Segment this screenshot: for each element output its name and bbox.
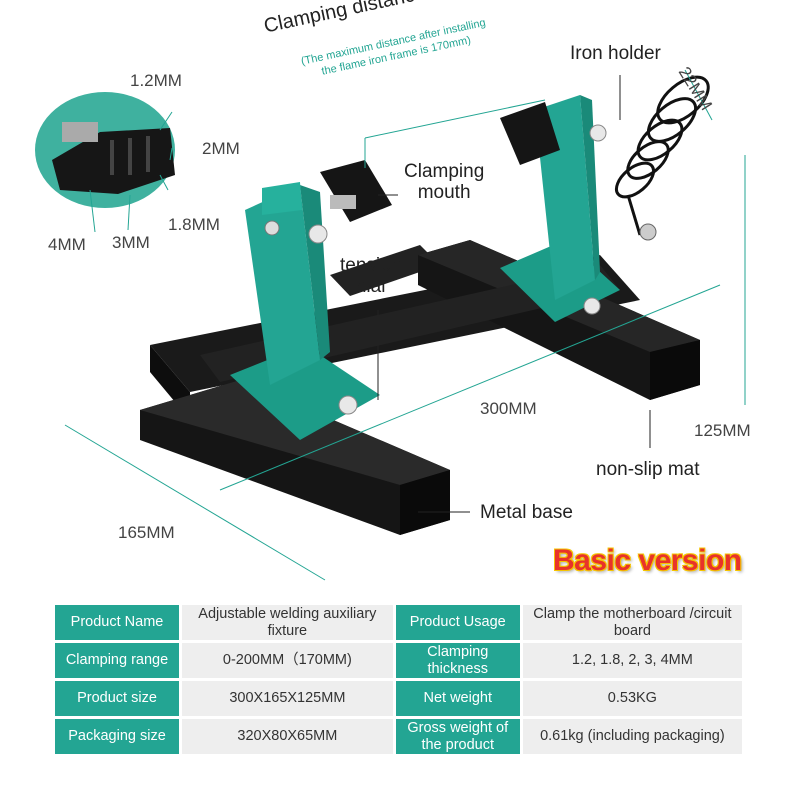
tension-dial-line1: tension bbox=[340, 255, 402, 276]
table-row: Product Name Adjustable welding auxiliar… bbox=[55, 605, 742, 640]
clamping-mouth-line2: mouth bbox=[417, 181, 471, 203]
spec-value: 1.2, 1.8, 2, 3, 4MM bbox=[522, 643, 742, 678]
tension-dial-label: tension dial bbox=[340, 255, 402, 298]
version-label: Basic version bbox=[553, 544, 742, 577]
spec-key: Gross weight of the product bbox=[395, 719, 520, 754]
left-clamp-arm-icon bbox=[230, 182, 380, 440]
tension-dial-line2: dial bbox=[355, 275, 386, 297]
spec-key: Product Usage bbox=[395, 605, 520, 640]
jaw-size-1-8-label: 1.8MM bbox=[168, 215, 220, 234]
spec-key: Net weight bbox=[395, 681, 520, 716]
spec-key: Product size bbox=[55, 681, 179, 716]
clamping-mouth-label: Clamping mouth bbox=[404, 161, 485, 204]
width-dimension-label: 165MM bbox=[118, 523, 175, 542]
fixture-drawing bbox=[35, 69, 746, 581]
jaw-size-3-label: 3MM bbox=[112, 233, 150, 252]
spec-key: Product Name bbox=[55, 605, 179, 640]
spec-value: 0-200MM（170MM) bbox=[182, 643, 393, 678]
non-slip-mat-label: non-slip mat bbox=[596, 459, 700, 480]
iron-holder-label: Iron holder bbox=[570, 43, 661, 64]
spec-value: 320X80X65MM bbox=[182, 719, 393, 754]
iron-holder-spring-icon bbox=[614, 75, 710, 236]
jaw-size-2-label: 2MM bbox=[202, 139, 240, 158]
jaw-detail-icon bbox=[35, 92, 175, 208]
spec-value: Adjustable welding auxiliary fixture bbox=[182, 605, 393, 640]
table-row: Product size 300X165X125MM Net weight 0.… bbox=[55, 681, 742, 716]
spec-table: Product Name Adjustable welding auxiliar… bbox=[52, 602, 745, 757]
height-dimension-label: 125MM bbox=[694, 421, 751, 440]
spec-value: 0.61kg (including packaging) bbox=[522, 719, 742, 754]
spec-key: Clamping range bbox=[55, 643, 179, 678]
spec-key: Clamping thickness bbox=[395, 643, 520, 678]
jaw-size-1-2-label: 1.2MM bbox=[130, 71, 182, 90]
spec-value: 300X165X125MM bbox=[182, 681, 393, 716]
table-row: Packaging size 320X80X65MM Gross weight … bbox=[55, 719, 742, 754]
spec-value: Clamp the motherboard /circuit board bbox=[522, 605, 742, 640]
table-row: Clamping range 0-200MM（170MM) Clamping t… bbox=[55, 643, 742, 678]
screw-icon bbox=[639, 223, 657, 241]
jaw-size-4-label: 4MM bbox=[48, 235, 86, 254]
metal-base-label: Metal base bbox=[480, 502, 573, 523]
spec-value: 0.53KG bbox=[522, 681, 742, 716]
length-dimension-label: 300MM bbox=[480, 399, 537, 418]
dimension-lines bbox=[64, 69, 746, 581]
callout-lines bbox=[377, 75, 651, 513]
right-clamp-arm-icon bbox=[500, 95, 620, 322]
product-illustration: Clamping distance 0-200mm (The maximum d… bbox=[35, 0, 751, 581]
spec-key: Packaging size bbox=[55, 719, 179, 754]
metal-base-icon bbox=[140, 240, 700, 535]
clamping-mouth-line1: Clamping bbox=[404, 161, 485, 182]
clamping-mouth-icon bbox=[320, 160, 392, 222]
